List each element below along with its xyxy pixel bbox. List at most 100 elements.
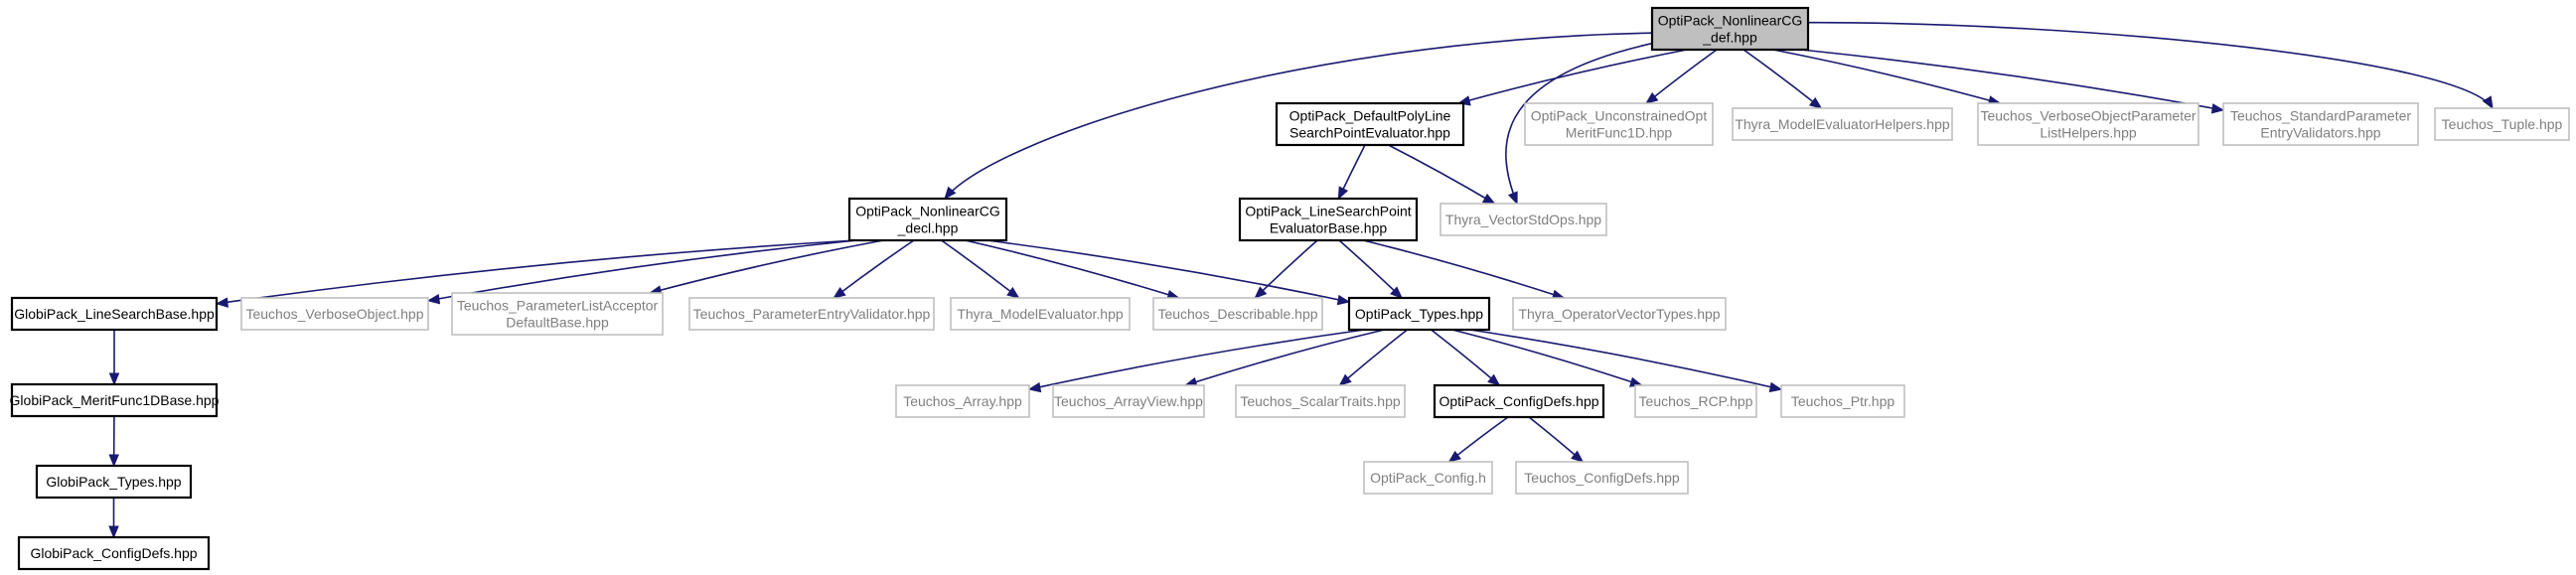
node-label-ttup-0: Teuchos_Tuple.hpp [2442,116,2563,132]
edge-otyp-to-ocd [1431,329,1500,386]
edge-gmf-to-gtyp-arrowhead [108,454,119,468]
edge-decl-to-tpla [649,239,884,294]
node-label-root-1: _def.hpp [1702,30,1757,46]
node-label-glsb-0: GlobiPack_LineSearchBase.hpp [14,306,215,322]
edge-otyp-to-ocd-arrowhead [1487,373,1501,386]
node-root[interactable]: OptiPack_NonlinearCG_def.hpp [1650,6,1810,52]
node-tvop[interactable]: Teuchos_VerboseObjectParameterListHelper… [1977,102,2199,146]
node-box-decl [847,197,1008,242]
edge-root-to-tspe [1800,49,2224,111]
edge-decl-to-tme [941,239,1019,299]
node-box-tdes [1152,297,1323,331]
node-tmeh[interactable]: Thyra_ModelEvaluatorHelpers.hpp [1732,107,1953,141]
node-label-ocd-0: OptiPack_ConfigDefs.hpp [1439,393,1598,409]
node-lspe[interactable]: OptiPack_LineSearchPointEvaluatorBase.hp… [1238,197,1419,242]
edge-root-to-tmeh-arrowhead [1808,96,1823,109]
node-label-uncon-0: OptiPack_UnconstrainedOpt [1531,108,1708,124]
node-ttup[interactable]: Teuchos_Tuple.hpp [2434,107,2570,141]
node-gtyp[interactable]: GlobiPack_Types.hpp [35,464,193,500]
node-tvo[interactable]: Teuchos_VerboseObject.hpp [240,297,429,331]
node-otyp[interactable]: OptiPack_Types.hpp [1347,296,1491,332]
node-label-root-0: OptiPack_NonlinearCG [1658,13,1803,29]
edge-decl-to-tvo-arrowhead [426,293,441,305]
node-label-decl-1: _decl.hpp [897,220,959,236]
node-box-tarr [895,384,1030,418]
node-tme[interactable]: Thyra_ModelEvaluator.hpp [950,297,1131,331]
node-tpla[interactable]: Teuchos_ParameterListAcceptorDefaultBase… [451,292,664,336]
edge-ocd-to-tcd-arrowhead [1571,450,1585,463]
node-label-tvo-0: Teuchos_VerboseObject.hpp [245,306,423,322]
node-box-tav [1052,384,1205,418]
node-box-ocfg [1363,461,1493,495]
node-tav[interactable]: Teuchos_ArrayView.hpp [1052,384,1205,418]
node-box-gmf [10,382,219,418]
node-gcd[interactable]: GlobiPack_ConfigDefs.hpp [17,535,211,571]
edge-decl-to-otyp-arrowhead [1336,294,1351,306]
node-tarr[interactable]: Teuchos_Array.hpp [895,384,1030,418]
node-box-tme [950,297,1131,331]
edge-root-to-uncon-arrowhead [1645,91,1659,104]
node-label-tpev-0: Teuchos_ParameterEntryValidator.hpp [693,306,931,322]
node-label-tovt-0: Thyra_OperatorVectorTypes.hpp [1518,306,1720,322]
edge-dpl-to-tvso [1388,144,1495,205]
node-label-dpl-1: SearchPointEvaluator.hpp [1289,125,1450,141]
node-box-tpla [451,292,664,336]
node-box-gcd [17,535,211,571]
node-tcd[interactable]: Teuchos_ConfigDefs.hpp [1515,461,1689,495]
edge-gtyp-to-gcd-arrowhead [108,525,119,539]
edge-root-to-dpl [1458,49,1688,104]
node-tvso[interactable]: Thyra_VectorStdOps.hpp [1440,203,1607,236]
node-label-ocfg-0: OptiPack_Config.h [1370,470,1486,486]
edge-otyp-to-trcp [1451,329,1642,386]
node-tptr[interactable]: Teuchos_Ptr.hpp [1780,384,1905,418]
node-label-uncon-1: MeritFunc1D.hpp [1566,125,1673,141]
node-tdes[interactable]: Teuchos_Describable.hpp [1152,297,1323,331]
node-label-trcp-0: Teuchos_RCP.hpp [1639,393,1753,409]
node-trcp[interactable]: Teuchos_RCP.hpp [1634,384,1757,418]
node-label-tvso-0: Thyra_VectorStdOps.hpp [1445,212,1601,227]
edge-decl-to-tpev-arrowhead [833,287,846,299]
node-label-decl-0: OptiPack_NonlinearCG [855,204,1000,219]
edge-root-to-ttup-arrowhead [2482,95,2494,110]
node-tovt[interactable]: Thyra_OperatorVectorTypes.hpp [1512,297,1727,331]
node-box-ocd [1433,383,1605,419]
edge-otyp-to-tst-arrowhead [1338,373,1352,386]
node-decl[interactable]: OptiPack_NonlinearCG_decl.hpp [847,197,1008,242]
node-label-tst-0: Teuchos_ScalarTraits.hpp [1240,393,1401,409]
edge-root-to-tspe-arrowhead [2210,103,2225,114]
edge-root-to-tvop [1772,49,2001,104]
edge-root-to-tvso [1505,42,1653,205]
node-box-ttup [2434,107,2570,141]
node-ocfg[interactable]: OptiPack_Config.h [1363,461,1493,495]
node-tspe[interactable]: Teuchos_StandardParameterEntryValidators… [2222,102,2419,146]
node-label-dpl-0: OptiPack_DefaultPolyLine [1289,108,1451,124]
node-label-lspe-1: EvaluatorBase.hpp [1270,220,1388,236]
node-label-tptr-0: Teuchos_Ptr.hpp [1791,393,1895,409]
edge-root-to-decl-arrowhead [944,186,957,201]
node-label-gtyp-0: GlobiPack_Types.hpp [46,474,181,490]
edge-dpl-to-lspe-arrowhead [1337,186,1349,201]
node-gmf[interactable]: GlobiPack_MeritFunc1DBase.hpp [10,382,220,418]
node-box-tovt [1512,297,1727,331]
node-ocd[interactable]: OptiPack_ConfigDefs.hpp [1433,383,1605,419]
edge-decl-to-glsb-arrowhead [215,297,228,308]
node-box-otyp [1347,296,1491,332]
node-label-tspe-0: Teuchos_StandardParameter [2230,108,2411,124]
node-label-tme-0: Thyra_ModelEvaluator.hpp [957,306,1124,322]
node-box-lspe [1238,197,1419,242]
node-label-tdes-0: Teuchos_Describable.hpp [1157,306,1317,322]
node-box-dpl [1275,101,1465,147]
node-label-otyp-0: OptiPack_Types.hpp [1355,306,1483,322]
edge-ocd-to-ocfg-arrowhead [1447,450,1461,463]
node-label-lspe-0: OptiPack_LineSearchPoint [1245,204,1411,219]
node-tpev[interactable]: Teuchos_ParameterEntryValidator.hpp [688,297,935,331]
node-tst[interactable]: Teuchos_ScalarTraits.hpp [1235,384,1406,418]
edge-root-to-decl [944,32,1653,200]
nodes-layer: OptiPack_NonlinearCG_def.hppOptiPack_Non… [10,6,2570,571]
node-dpl[interactable]: OptiPack_DefaultPolyLineSearchPointEvalu… [1275,101,1465,147]
node-box-trcp [1634,384,1757,418]
edge-otyp-to-tarr [1028,329,1365,390]
node-label-tvop-1: ListHelpers.hpp [2040,125,2136,141]
node-glsb[interactable]: GlobiPack_LineSearchBase.hpp [10,296,219,332]
